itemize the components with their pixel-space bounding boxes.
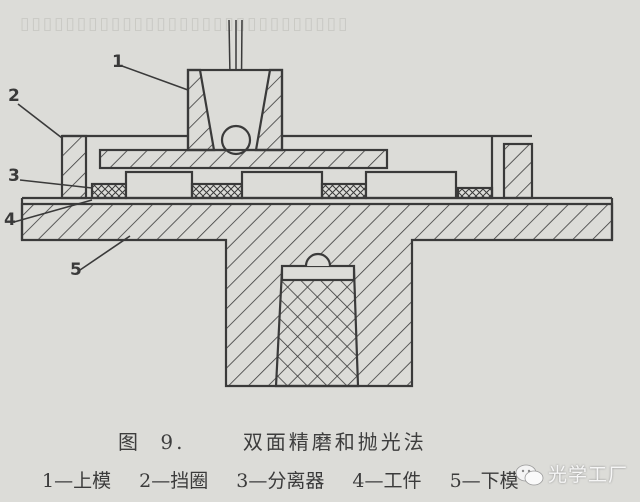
part-label-2: 2 <box>8 86 20 106</box>
figure-number: 9. <box>160 430 186 454</box>
legend-item-retaining-ring: 2—挡圈 <box>139 470 209 492</box>
figure-caption: 图 9. 双面精磨和抛光法 <box>118 426 538 455</box>
part-label-4: 4 <box>4 210 16 230</box>
figure-number-label: 图 <box>118 430 141 454</box>
bleed-through-text: ▯▯▯▯▯▯▯▯▯▯▯▯▯▯▯▯▯▯▯▯▯▯▯▯▯▯▯▯▯ <box>20 14 350 34</box>
legend-item-upper-mold: 1—上模 <box>42 470 112 492</box>
legend-item-workpiece: 4—工件 <box>352 470 422 492</box>
legend-item-lower-mold: 5—下模 <box>449 470 519 492</box>
part-label-3: 3 <box>8 166 20 186</box>
figure-title: 双面精磨和抛光法 <box>242 430 427 454</box>
part-label-5: 5 <box>70 260 82 280</box>
double-sided-polishing-diagram <box>13 19 614 388</box>
part-label-1: 1 <box>112 52 124 72</box>
figure-legend: 1—上模 2—挡圈 3—分离器 4—工件 5—下模 <box>42 466 541 493</box>
wechat-icon <box>515 464 544 486</box>
watermark-text: 光学工厂 <box>548 464 629 486</box>
legend-item-separator: 3—分离器 <box>236 470 325 492</box>
